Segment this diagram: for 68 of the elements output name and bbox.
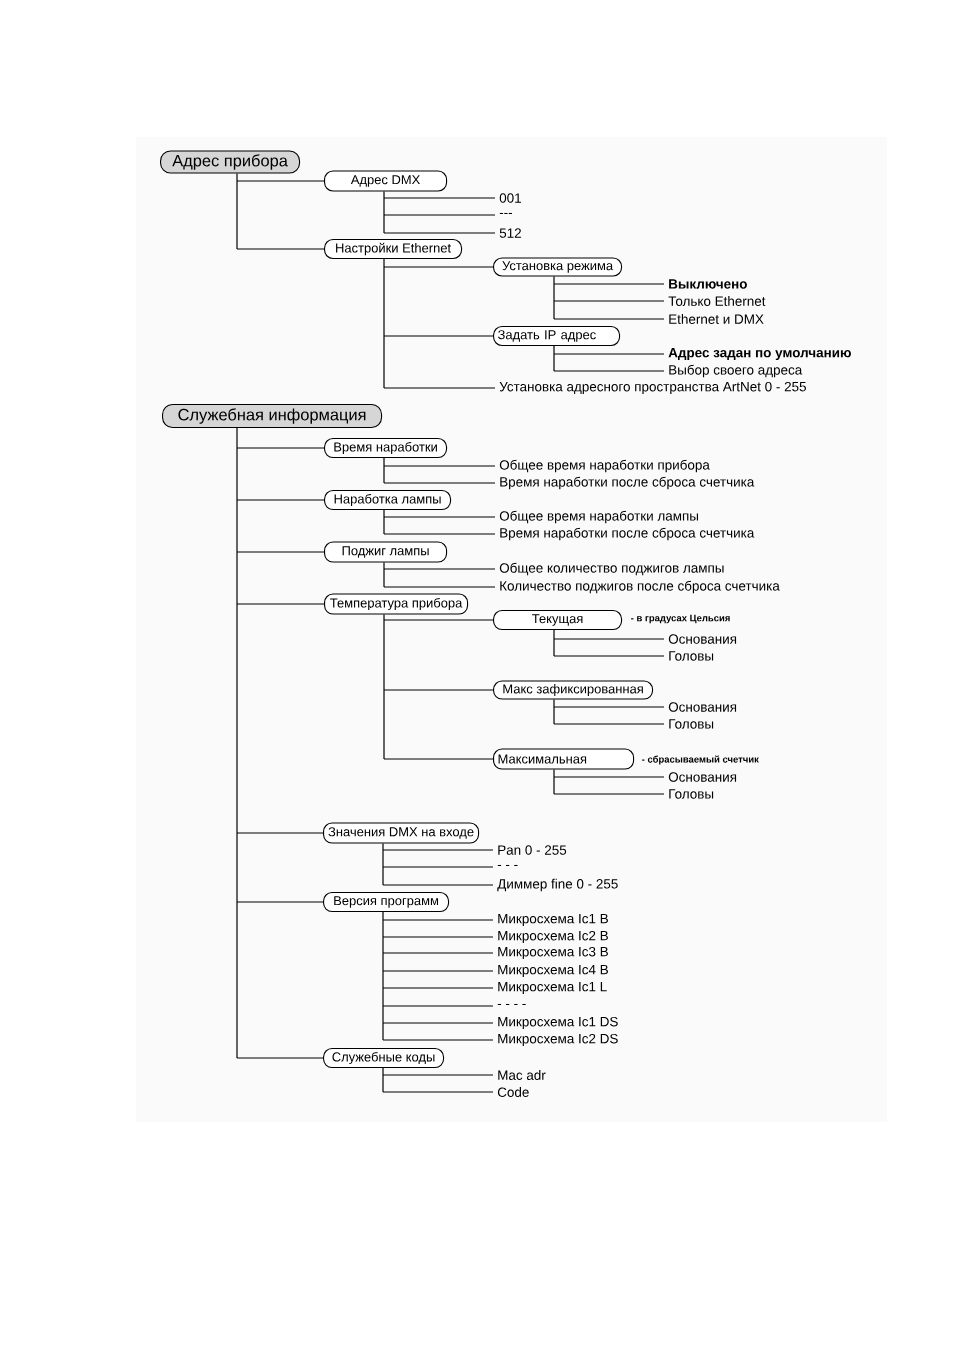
option-text: Микросхема Ic2 B xyxy=(498,930,608,944)
option-text: Выбор своего адреса xyxy=(669,364,803,378)
submenu-box: Значения DMX на входе xyxy=(323,822,480,844)
connector-line xyxy=(383,613,494,760)
submenu-box: Наработка лампы xyxy=(324,489,452,511)
submenu-box: Максимальная xyxy=(493,748,635,770)
option-text: Головы xyxy=(669,789,714,799)
option-text: 512 xyxy=(499,228,521,238)
connector-line xyxy=(382,1067,494,1093)
connector-line xyxy=(383,258,496,389)
option-text: Микросхема Ic1 DS xyxy=(498,1016,618,1030)
connector-line xyxy=(383,509,496,535)
connector-line xyxy=(553,275,665,320)
option-text: Установка адресного пространства ArtNet 0 - 255 xyxy=(499,381,806,395)
submenu-box: Макс зафиксированная xyxy=(493,680,654,700)
option-text: 001 xyxy=(499,193,521,203)
option-text: Pan 0 - 255 xyxy=(498,845,567,855)
option-text: - - - xyxy=(497,864,518,866)
submenu-box: Служебные коды xyxy=(323,1047,445,1069)
option-text: Code xyxy=(497,1087,529,1097)
option-text: Время наработки после сброса счетчика xyxy=(500,476,755,490)
side-note: - в градусах Цельсия xyxy=(631,614,730,624)
option-text: Количество поджигов после сброса счетчика xyxy=(500,580,780,594)
connector-line xyxy=(382,842,494,886)
option-text: Время наработки после сброса счетчика xyxy=(500,527,755,541)
connector-line xyxy=(553,698,665,725)
submenu-box: Установка режима xyxy=(493,257,623,277)
connector-line xyxy=(236,427,325,1059)
option-text: Выключено xyxy=(669,279,747,289)
section-box: Адрес прибора xyxy=(160,150,301,174)
option-text: Общее время наработки лампы xyxy=(499,510,698,524)
connector-line xyxy=(553,768,665,795)
option-text: Основания xyxy=(668,702,737,712)
submenu-box: Версия программ xyxy=(323,891,450,913)
option-text: Общее количество поджигов лампы xyxy=(499,562,724,576)
option-text: Только Ethernet xyxy=(668,296,766,306)
option-text: - - - - xyxy=(497,1003,526,1005)
option-text: Диммер fine 0 - 255 xyxy=(497,878,618,892)
option-text: Микросхема Ic1 B xyxy=(498,914,608,927)
connector-line xyxy=(383,190,496,234)
submenu-box: Адрес DMX xyxy=(324,170,448,192)
option-text: Основания xyxy=(668,772,737,782)
option-text: Микросхема Ic3 B xyxy=(498,946,608,960)
section-box: Служебная информация xyxy=(162,403,383,429)
connector-line xyxy=(553,629,665,657)
option-text: Адрес задан по умолчанию xyxy=(668,348,851,361)
connector-line xyxy=(553,345,665,372)
option-text: Микросхема Ic1 L xyxy=(498,982,607,995)
connector-line xyxy=(382,911,494,1041)
connector-line xyxy=(383,457,496,484)
option-text: Ethernet и DMX xyxy=(669,314,764,324)
submenu-box: Время наработки xyxy=(324,437,448,459)
option-text: Микросхема Ic2 DS xyxy=(498,1033,618,1047)
submenu-box: Поджиг лампы xyxy=(324,541,448,563)
option-text: Головы xyxy=(669,719,714,729)
submenu-box: Текущая xyxy=(493,609,623,631)
option-text: Головы xyxy=(669,651,714,661)
option-text: --- xyxy=(499,212,513,214)
option-text: Микросхема Ic4 B xyxy=(498,965,608,978)
connector-line xyxy=(383,561,496,588)
option-text: Основания xyxy=(668,634,737,644)
side-note: - сбрасываемый счетчик xyxy=(642,755,759,765)
option-text: Mac adr xyxy=(498,1070,546,1080)
connector-line xyxy=(236,172,325,250)
option-text: Общее время наработки прибора xyxy=(499,459,710,473)
submenu-box: Настройки Ethernet xyxy=(324,238,463,260)
submenu-box: Задать IP адрес xyxy=(493,325,621,347)
submenu-box: Температура прибора xyxy=(324,593,469,615)
